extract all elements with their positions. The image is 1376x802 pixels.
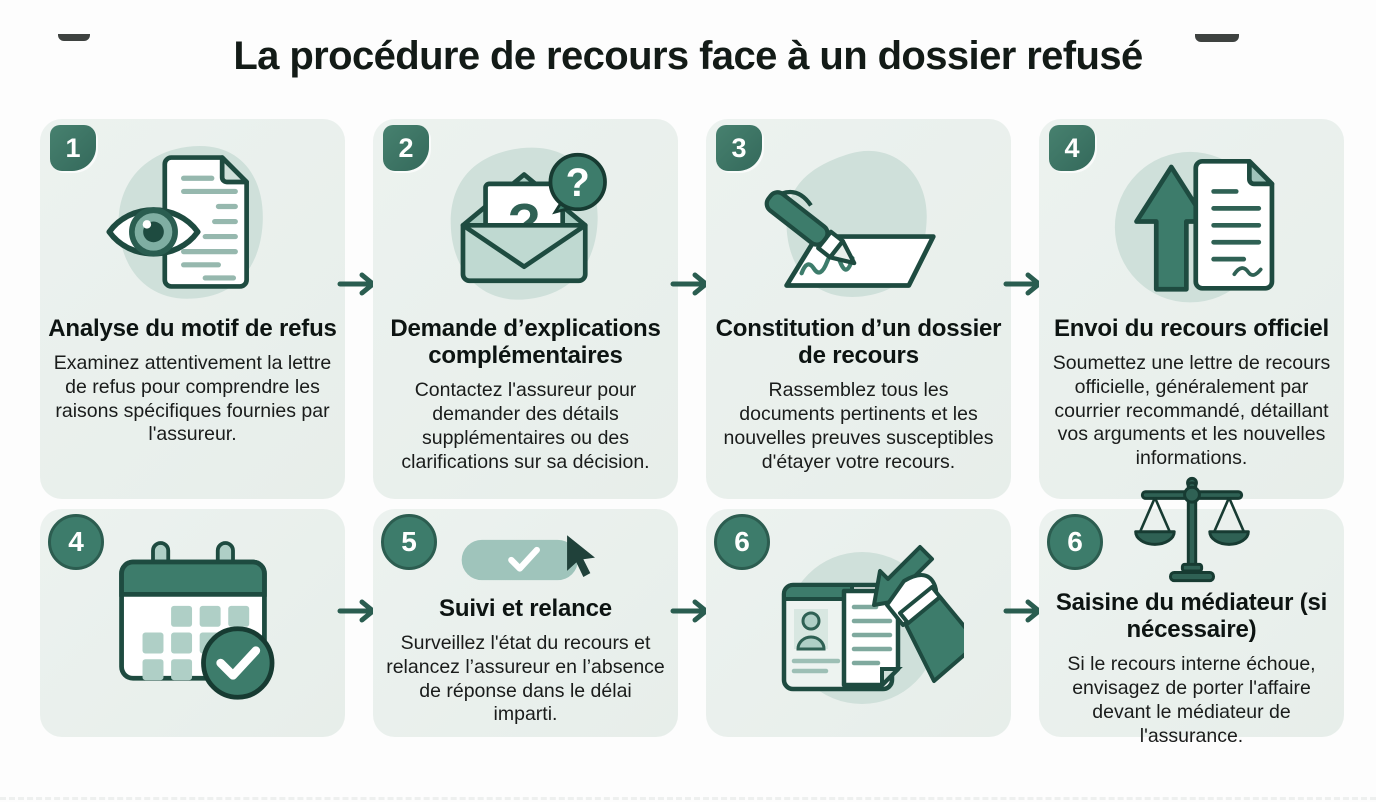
step-description: Contactez l'assureur pour demander des d… <box>401 379 650 473</box>
step-card-7: 6 <box>706 509 1011 737</box>
step-title: Analyse du motif de refus <box>48 315 337 342</box>
steps-row-1: 1 Analyse d <box>40 119 1348 499</box>
step-card-3: 3 Constitution d’un dossier de recours R… <box>706 119 1011 499</box>
page-title: La procédure de recours face à un dossie… <box>233 34 1143 78</box>
checkbox-cursor-icon <box>373 509 678 591</box>
step-badge: 6 <box>714 514 770 570</box>
top-edge-artifact <box>1195 34 1239 42</box>
step-badge: 4 <box>1049 125 1095 171</box>
step-description: Rassemblez tous les documents pertinents… <box>723 379 994 473</box>
step-card-6: 5 Suivi et relance Surveillez l'état du … <box>373 509 678 737</box>
step-card-5: 4 <box>40 509 345 737</box>
step-title: Envoi du recours officiel <box>1053 315 1330 342</box>
step-card-1: 1 Analyse d <box>40 119 345 499</box>
top-edge-artifact <box>58 34 90 41</box>
step-card-8: 6 Saisine <box>1039 476 1344 747</box>
svg-text:?: ? <box>565 161 589 205</box>
step-description: Soumettez une lettre de recours officiel… <box>1052 352 1331 470</box>
step-card-4: 4 Envoi du recours officiel Soumettez un <box>1039 119 1344 499</box>
justice-scales-icon <box>1039 475 1344 587</box>
eye-document-icon <box>40 119 345 315</box>
step-title: Constitution d’un dossier de recours <box>715 315 1002 370</box>
step-description: Si le recours interne échoue, envisagez … <box>1067 653 1316 747</box>
step-badge: 6 <box>1047 514 1103 570</box>
bottom-edge-artifact <box>0 797 1376 800</box>
pen-signature-icon <box>706 119 1011 315</box>
step-description: Surveillez l'état du recours et relancez… <box>386 632 665 726</box>
steps-row-2: 4 <box>40 476 1348 747</box>
step-badge: 2 <box>383 125 429 171</box>
upload-document-icon <box>1039 119 1344 315</box>
step-description: Examinez attentivement la lettre de refu… <box>53 352 332 446</box>
infographic-page: { "header": { "title": "La procédure de … <box>0 34 1376 802</box>
question-envelope-icon: ? ? <box>373 119 678 315</box>
hand-document-icon <box>706 509 1011 737</box>
step-badge: 1 <box>50 125 96 171</box>
step-badge: 5 <box>381 514 437 570</box>
step-title: Saisine du médiateur (si nécessaire) <box>1055 589 1328 644</box>
calendar-check-icon <box>40 509 345 737</box>
step-badge: 4 <box>48 514 104 570</box>
step-title: Demande d’explications complémentaires <box>390 315 661 370</box>
steps-board: 1 Analyse d <box>40 119 1348 747</box>
step-card-2: 2 ? ? Demande d’explications complémenta… <box>373 119 678 499</box>
step-badge: 3 <box>716 125 762 171</box>
step-title: Suivi et relance <box>439 595 612 622</box>
